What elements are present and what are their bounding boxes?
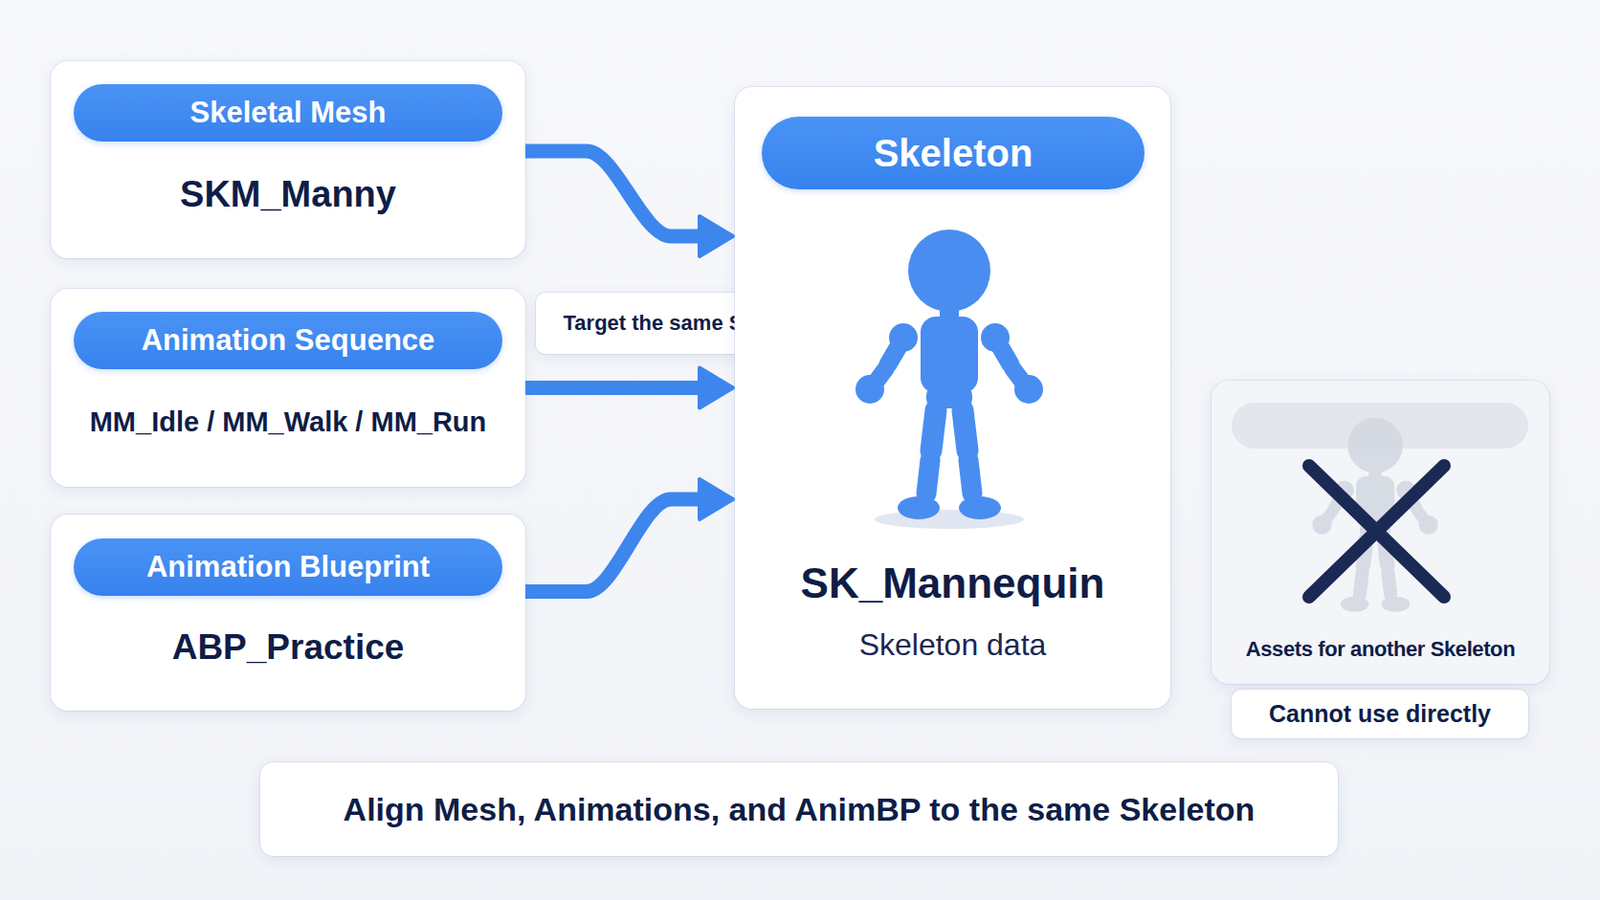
asset-card: Skeletal MeshSKM_Manny: [50, 61, 526, 259]
node-label: ABP_Practice: [50, 622, 526, 673]
asset-card: Animation BlueprintABP_Practice: [50, 514, 526, 712]
flow-arrow: [525, 499, 700, 593]
node-label: Cannot use directly: [1231, 689, 1529, 739]
node-label: SKM_Manny: [50, 169, 526, 220]
node-label: Skeleton data: [734, 622, 1171, 667]
flow-arrow: [525, 380, 700, 396]
header-pill: Skeletal Mesh: [73, 84, 503, 142]
node-label: Assets for another Skeleton: [1211, 630, 1550, 669]
blocked-asset-card: Assets for another Skeleton: [1211, 380, 1550, 685]
header-pill: Skeleton: [761, 116, 1145, 190]
caption-box: Align Mesh, Animations, and AnimBP to th…: [260, 762, 1338, 857]
header-pill: Animation Sequence: [73, 311, 503, 370]
flow-arrow: [525, 151, 700, 237]
node-label: MM_Idle / MM_Walk / MM_Run: [50, 399, 526, 445]
node-label: SK_Mannequin: [734, 555, 1171, 613]
header-pill: Animation Blueprint: [73, 538, 503, 597]
skeleton-card: SkeletonSK_MannequinSkeleton data: [734, 87, 1171, 710]
caption-text: Align Mesh, Animations, and AnimBP to th…: [260, 762, 1338, 857]
warning-box: Cannot use directly: [1231, 689, 1529, 739]
asset-card: Animation SequenceMM_Idle / MM_Walk / MM…: [50, 288, 526, 488]
